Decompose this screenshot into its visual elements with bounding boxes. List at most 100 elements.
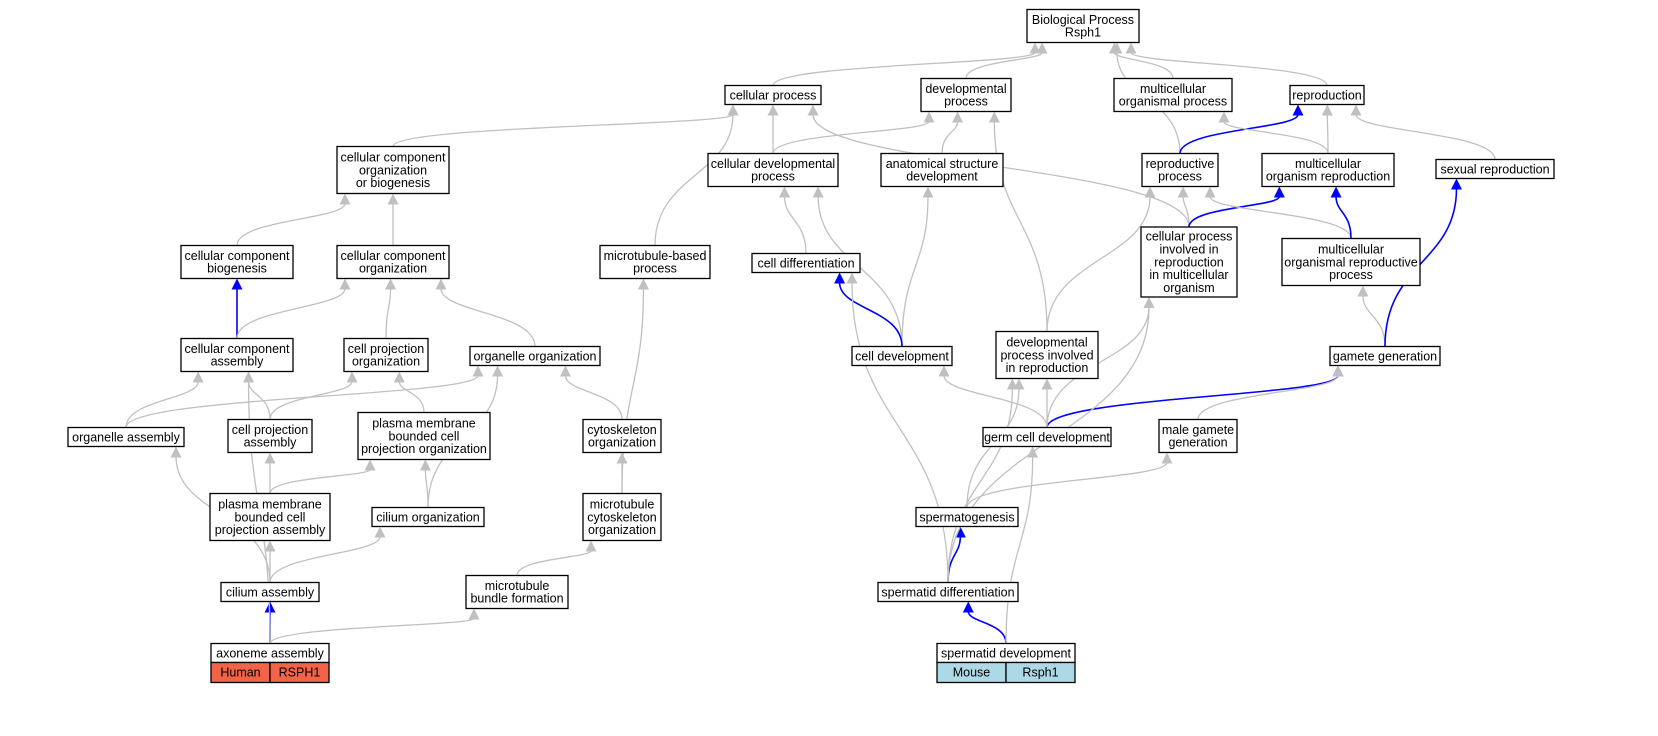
go-term-spermatogenesis[interactable]: spermatogenesis bbox=[915, 506, 1019, 528]
edge-arrowhead bbox=[585, 540, 597, 552]
edge-arrowhead bbox=[559, 365, 571, 377]
go-term-label: projection assembly bbox=[215, 523, 326, 537]
go-term-cilium-assembly[interactable]: cilium assembly bbox=[220, 581, 320, 603]
go-term-cilium-organization[interactable]: cilium organization bbox=[371, 506, 485, 528]
edge-microtubule-bundle-formation-to-microtubule-cytoskeleton-organization bbox=[516, 549, 592, 576]
edge-cell-projection-assembly-to-cell-projection-organization bbox=[269, 381, 353, 420]
edge-arrowhead bbox=[264, 452, 276, 464]
edge-dev-process-reproduction-to-reproductive-process bbox=[1046, 196, 1151, 332]
edge-spermatid-development-to-spermatid-differentiation bbox=[967, 611, 1007, 644]
go-term-germ-cell-development[interactable]: germ cell development bbox=[982, 426, 1112, 448]
go-term-label: multicellular bbox=[1318, 243, 1384, 257]
go-term-label: process bbox=[751, 170, 795, 184]
go-term-label: biogenesis bbox=[207, 262, 267, 276]
go-term-box bbox=[180, 337, 294, 373]
edge-arrowhead bbox=[938, 365, 950, 377]
edge-arrowhead bbox=[923, 111, 935, 123]
go-term-organelle-assembly[interactable]: organelle assembly bbox=[67, 426, 185, 448]
mouse-gene-cell bbox=[1005, 661, 1076, 684]
go-term-label: process bbox=[944, 95, 988, 109]
edge-multicellular-organismal-reproductive-process-to-multicellular-organism-reproduction bbox=[1335, 196, 1352, 239]
edge-arrowhead bbox=[637, 278, 649, 290]
go-term-box bbox=[1329, 345, 1441, 367]
go-term-label: cilium assembly bbox=[226, 585, 315, 599]
edge-spermatid-development-to-germ-cell-development bbox=[1005, 456, 1034, 644]
edge-pm-bounded-cp-organization-to-cell-projection-organization bbox=[398, 381, 425, 413]
go-term-label: bundle formation bbox=[470, 592, 563, 606]
go-term-cellular-process[interactable]: cellular process bbox=[724, 84, 822, 106]
edge-arrowhead bbox=[385, 278, 397, 290]
edge-arrowhead bbox=[468, 608, 480, 620]
go-term-label: reproduction bbox=[1154, 255, 1224, 269]
go-term-label: microtubule bbox=[485, 579, 550, 593]
edge-cilium-assembly-to-cilium-organization bbox=[269, 536, 381, 583]
go-term-spermatid-differentiation[interactable]: spermatid differentiation bbox=[877, 581, 1019, 603]
go-term-cell-differentiation[interactable]: cell differentiation bbox=[751, 252, 861, 274]
edge-cellular-developmental-process-to-developmental-process bbox=[772, 120, 930, 154]
edge-arrowhead bbox=[374, 526, 386, 538]
edge-arrowhead bbox=[492, 365, 504, 377]
go-term-label: Rsph1 bbox=[1065, 26, 1101, 40]
go-term-label: cellular component bbox=[185, 342, 290, 356]
go-term-box bbox=[343, 337, 429, 373]
go-term-label: spermatid development bbox=[941, 646, 1071, 660]
go-term-box bbox=[915, 506, 1019, 528]
go-term-label: assembly bbox=[244, 436, 298, 450]
edge-arrowhead bbox=[387, 193, 399, 205]
edge-arrowhead bbox=[962, 601, 974, 613]
go-term-label: process bbox=[1329, 268, 1373, 282]
go-term-label: organism bbox=[1163, 281, 1214, 295]
go-term-box bbox=[1158, 418, 1238, 454]
go-term-label: cell projection bbox=[232, 423, 308, 437]
go-term-label: developmental bbox=[1006, 336, 1087, 350]
edge-developmental-process-to-bp bbox=[965, 51, 1043, 79]
go-term-label: organismal process bbox=[1119, 95, 1227, 109]
edge-arrowhead bbox=[812, 186, 824, 198]
go-term-label: organization bbox=[359, 262, 427, 276]
go-term-label: cell projection bbox=[348, 342, 424, 356]
edge-microtubule-based-process-to-cellular-process bbox=[654, 114, 734, 246]
go-term-label: cellular process bbox=[730, 88, 817, 102]
go-term-reproduction[interactable]: reproduction bbox=[1289, 84, 1365, 106]
edge-arrowhead bbox=[1143, 297, 1155, 308]
edge-pm-bounded-cp-assembly-to-pm-bounded-cp-organization bbox=[269, 468, 371, 494]
go-term-label: reproduction bbox=[1292, 88, 1362, 102]
go-term-gamete-generation[interactable]: gamete generation bbox=[1329, 345, 1441, 367]
go-term-cell-development[interactable]: cell development bbox=[851, 345, 953, 367]
go-term-label: cilium organization bbox=[376, 510, 480, 524]
go-term-box bbox=[357, 411, 491, 461]
go-term-organelle-organization[interactable]: organelle organization bbox=[469, 345, 601, 367]
edge-arrowhead bbox=[1451, 178, 1462, 190]
go-term-label: generation bbox=[1168, 436, 1227, 450]
go-term-sexual-reproduction[interactable]: sexual reproduction bbox=[1435, 158, 1555, 180]
go-term-label: in multicellular bbox=[1149, 268, 1228, 282]
go-term-label: cellular developmental bbox=[711, 157, 835, 171]
mouse-gene-label: Rsph1 bbox=[1022, 666, 1058, 680]
